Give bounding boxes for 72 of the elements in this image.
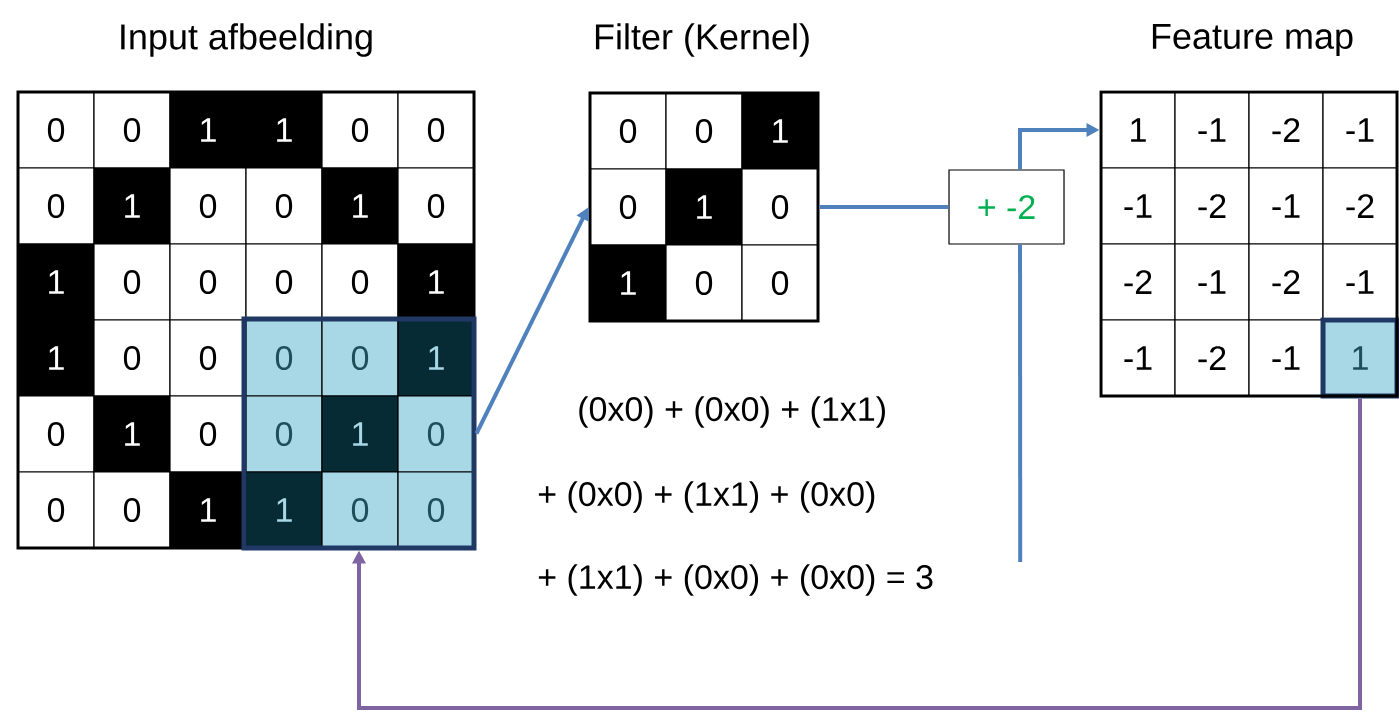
- pixel-cell: -2: [1322, 167, 1398, 245]
- pixel-cell: 0: [741, 168, 819, 246]
- grid-title: Feature map: [1152, 23, 1353, 57]
- pixel-cell: -2: [1174, 319, 1250, 397]
- pixel-cell: -2: [1100, 243, 1176, 321]
- pixel-cell: -1: [1174, 91, 1250, 169]
- pixel-cell: 0: [245, 167, 323, 245]
- pixel-cell: 0: [397, 471, 475, 549]
- pixel-cell: 1: [397, 319, 475, 397]
- pixel-cell: 0: [665, 244, 743, 322]
- pixel-cell: 1: [17, 243, 95, 321]
- pixel-cell: 0: [169, 395, 247, 473]
- pixel-cell: 1: [169, 471, 247, 549]
- pixel-cell: 1: [93, 167, 171, 245]
- pixel-cell: 0: [741, 244, 819, 322]
- pixel-cell: -1: [1100, 319, 1176, 397]
- pixel-cell: 0: [321, 243, 399, 321]
- pixel-cell: -1: [1322, 91, 1398, 169]
- pixel-cell: 0: [397, 91, 475, 169]
- pixel-cell: 0: [17, 395, 95, 473]
- pixel-cell: 1: [245, 91, 323, 169]
- pixel-cell: -2: [1248, 91, 1324, 169]
- calculation-line: (0x0) + (0x0) + (1x1): [579, 396, 885, 428]
- grid-title: Filter (Kernel): [595, 23, 809, 57]
- pixel-cell: 0: [93, 243, 171, 321]
- arrow: [352, 398, 1362, 710]
- pixel-cell: 0: [17, 167, 95, 245]
- pixel-cell: 1: [397, 243, 475, 321]
- pixel-cell: 0: [397, 167, 475, 245]
- calculation-line: + (1x1) + (0x0) + (0x0) = 3: [538, 564, 933, 596]
- pixel-cell: -1: [1174, 243, 1250, 321]
- pixel-cell: 0: [397, 395, 475, 473]
- pixel-cell: 1: [321, 167, 399, 245]
- pixel-cell: 0: [169, 243, 247, 321]
- sliding-window: [241, 316, 477, 551]
- pixel-cell: 1: [17, 319, 95, 397]
- pixel-cell: 0: [169, 319, 247, 397]
- pixel-cell: 1: [1100, 91, 1176, 169]
- pixel-cell: -1: [1322, 243, 1398, 321]
- pixel-cell: 0: [17, 91, 95, 169]
- bias-box: + -2: [948, 169, 1065, 245]
- connector-line: [1018, 244, 1023, 562]
- pixel-cell: 0: [93, 91, 171, 169]
- pixel-cell: 0: [589, 168, 667, 246]
- pixel-cell: 1: [93, 395, 171, 473]
- pixel-cell: 1: [665, 168, 743, 246]
- pixel-cell: 0: [245, 243, 323, 321]
- connector-line: [819, 205, 949, 209]
- pixel-cell: 1: [589, 244, 667, 322]
- pixel-cell: -1: [1248, 167, 1324, 245]
- pixel-cell: 0: [245, 319, 323, 397]
- pixel-cell: -1: [1100, 167, 1176, 245]
- pixel-cell: 1: [321, 395, 399, 473]
- calculation-line: + (0x0) + (1x1) + (0x0): [538, 481, 875, 513]
- pixel-cell: 1: [245, 471, 323, 549]
- pixel-cell: 0: [93, 471, 171, 549]
- pixel-cell: 0: [321, 91, 399, 169]
- pixel-cell: 0: [665, 92, 743, 170]
- pixel-cell: -2: [1174, 167, 1250, 245]
- grid-title: Input afbeelding: [121, 23, 372, 57]
- pixel-cell: 0: [17, 471, 95, 549]
- pixel-cell: 0: [169, 167, 247, 245]
- pixel-cell: 1: [1320, 317, 1399, 399]
- pixel-cell: 0: [321, 471, 399, 549]
- pixel-cell: 1: [169, 91, 247, 169]
- pixel-cell: 0: [245, 395, 323, 473]
- pixel-cell: 0: [321, 319, 399, 397]
- pixel-cell: 0: [93, 319, 171, 397]
- pixel-cell: -1: [1248, 319, 1324, 397]
- pixel-cell: -2: [1248, 243, 1324, 321]
- pixel-cell: 1: [741, 92, 819, 170]
- pixel-cell: 0: [589, 92, 667, 170]
